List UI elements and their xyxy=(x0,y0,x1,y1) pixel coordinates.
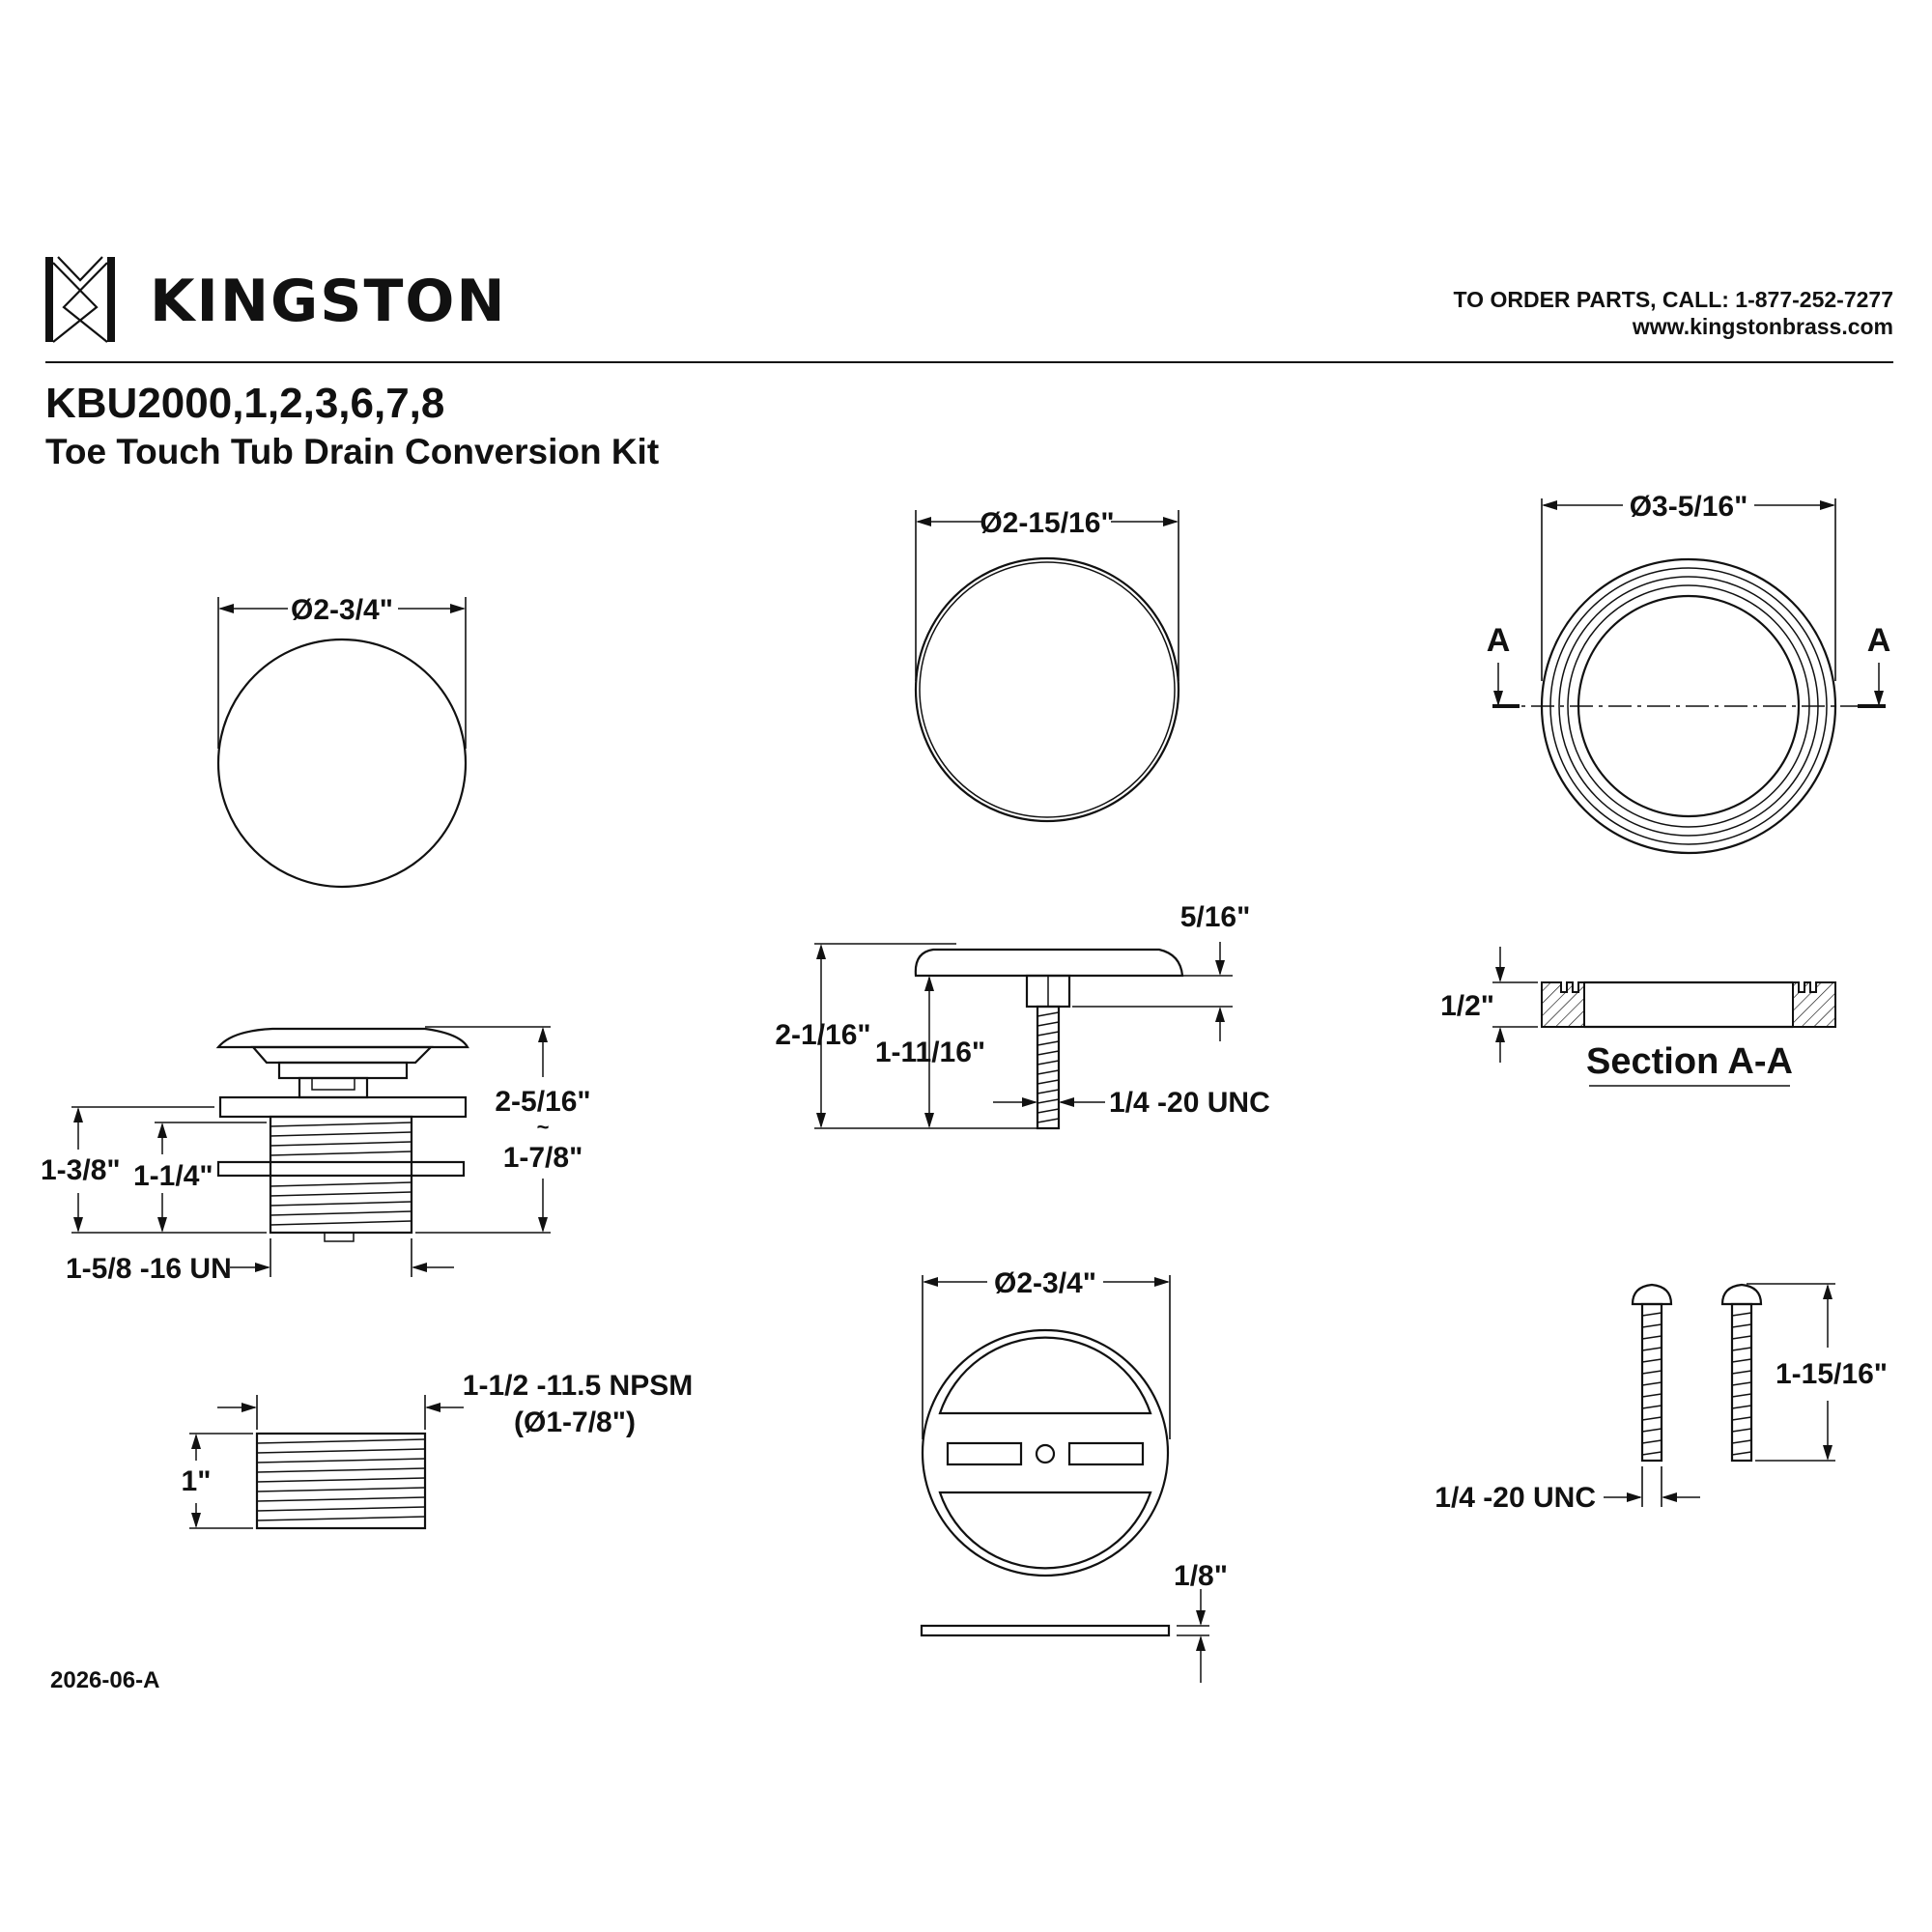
gasket-section-view xyxy=(1492,947,1836,1087)
brand-name: KINGSTON xyxy=(150,268,507,335)
stopper-thickness-label: 5/16" xyxy=(1180,901,1251,933)
drain-thread-label: 1-5/8 -16 UN xyxy=(66,1253,232,1285)
website: www.kingstonbrass.com xyxy=(1632,314,1893,339)
adapter-height-label: 1" xyxy=(182,1465,212,1497)
stopper-thread-label: 1/4 -20 UNC xyxy=(1109,1087,1270,1119)
cap-diameter-label: Ø2-3/4" xyxy=(291,594,393,626)
section-marker-left: A xyxy=(1487,622,1511,659)
drain-height-b-label: 1-1/4" xyxy=(133,1160,213,1192)
model-number: KBU2000,1,2,3,6,7,8 xyxy=(45,380,444,427)
product-name: Toe Touch Tub Drain Conversion Kit xyxy=(45,432,659,471)
plate-diameter-label: Ø2-3/4" xyxy=(994,1267,1096,1299)
gasket-diameter-label: Ø3-5/16" xyxy=(1630,491,1748,523)
document-code: 2026-06-A xyxy=(50,1667,159,1693)
stopper-top-view xyxy=(914,510,1180,823)
screw-length-label: 1-15/16" xyxy=(1776,1358,1888,1390)
gasket-top-view xyxy=(1492,498,1886,855)
plate-thickness-label: 1/8" xyxy=(1174,1560,1228,1592)
stopper-side-view xyxy=(814,942,1233,1130)
adapter-diameter-label: (Ø1-7/8") xyxy=(514,1406,636,1438)
stopper-diameter-label: Ø2-15/16" xyxy=(980,507,1114,539)
order-phone: TO ORDER PARTS, CALL: 1-877-252-7277 xyxy=(1454,287,1893,312)
drain-min-height-label: 1-7/8" xyxy=(503,1142,583,1174)
drain-body-side-view xyxy=(71,1026,551,1277)
thread-adapter-view xyxy=(189,1395,464,1530)
adapter-thread-label: 1-1/2 -11.5 NPSM xyxy=(463,1370,693,1402)
drain-total-height-label: 2-5/16" xyxy=(495,1086,590,1118)
cap-top-view xyxy=(216,597,468,889)
stopper-stem-label: 1-11/16" xyxy=(875,1037,985,1068)
stopper-height-label: 2-1/16" xyxy=(775,1019,870,1051)
kingston-logo-icon xyxy=(45,256,115,343)
screws-view xyxy=(1604,1283,1835,1507)
strainer-plate-view xyxy=(920,1275,1209,1683)
screw-thread-label: 1/4 -20 UNC xyxy=(1435,1482,1596,1514)
section-marker-right: A xyxy=(1867,622,1891,659)
drain-height-range-symbol: ~ xyxy=(537,1115,550,1139)
section-title: Section A-A xyxy=(1586,1041,1793,1082)
drain-height-a-label: 1-3/8" xyxy=(41,1154,121,1186)
gasket-thickness-label: 1/2" xyxy=(1440,990,1494,1022)
